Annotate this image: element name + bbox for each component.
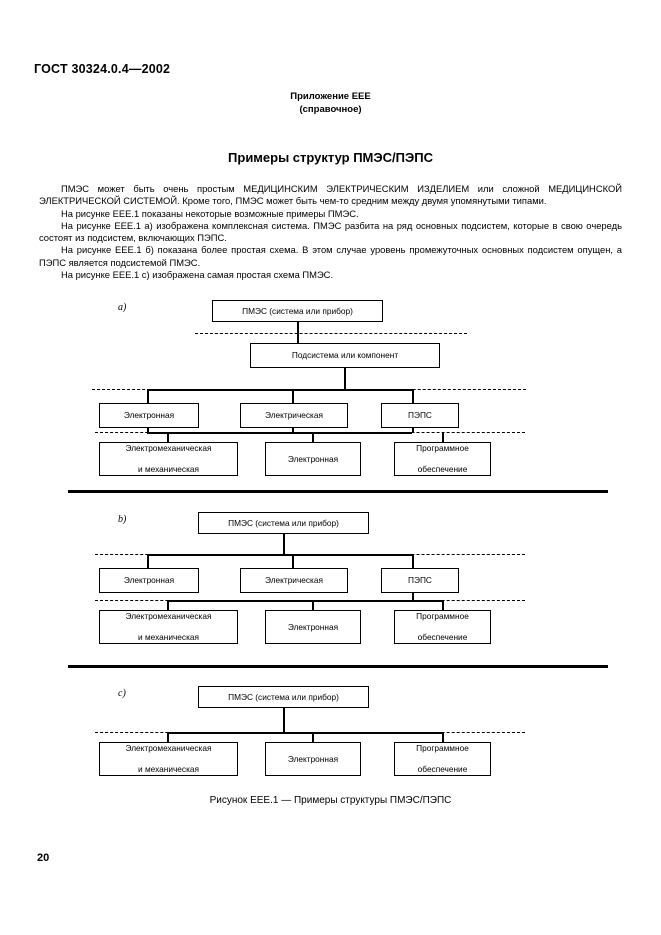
panel-b-l4-1-line1: Электромеханическая xyxy=(125,611,212,622)
annex-subtitle: (справочное) xyxy=(299,104,362,115)
connector-b-root-stem xyxy=(283,534,285,555)
panel-b-level3-box-2: Электрическая xyxy=(240,568,348,593)
panel-a-l4-3-line2: обеспечение xyxy=(417,464,468,475)
dashed-boundary-a-2 xyxy=(92,389,526,390)
drop-b-level4-3 xyxy=(442,600,444,611)
dashed-boundary-b-2 xyxy=(95,600,525,601)
paragraph-5: На рисунке ЕЕЕ.1 с) изображена самая про… xyxy=(61,269,334,281)
figure-eee-1: a) ПМЭС (система или прибор) Подсистема … xyxy=(0,292,661,822)
connector-a-l3-stem-3 xyxy=(412,428,414,433)
drop-a-level4-1 xyxy=(167,432,169,443)
panel-b-root-box: ПМЭС (система или прибор) xyxy=(198,512,369,534)
drop-a-level3-3 xyxy=(412,389,414,404)
drop-a-level4-2 xyxy=(312,432,314,443)
dashed-boundary-c-1 xyxy=(95,732,525,733)
panel-a-subsystem-box: Подсистема или компонент xyxy=(250,343,440,368)
paragraph-4: На рисунке ЕЕЕ.1 б) показана более прост… xyxy=(39,244,622,268)
figure-caption: Рисунок ЕЕЕ.1 — Примеры структуры ПМЭС/П… xyxy=(209,795,452,806)
paragraph-3: На рисунке ЕЕЕ.1 а) изображена комплексн… xyxy=(39,219,622,244)
panel-b-level3-box-3: ПЭПС xyxy=(381,568,459,593)
drop-c-level4-3 xyxy=(442,732,444,743)
body-text: ПМЭС может быть очень простым МЕДИЦИНСКИ… xyxy=(39,183,622,281)
annex-title: Приложение ЕЕЕ xyxy=(290,91,371,102)
annex-heading: Приложение ЕЕЕ (справочное) xyxy=(0,90,661,116)
connector-b-l3-stem-3 xyxy=(412,593,414,601)
dashed-boundary-b-1 xyxy=(95,554,525,555)
panel-c-root-box: ПМЭС (система или прибор) xyxy=(198,686,369,708)
panel-a-root-box: ПМЭС (система или прибор) xyxy=(212,300,383,322)
dashed-boundary-a-1 xyxy=(195,333,467,334)
panel-b-l4-3-line2: обеспечение xyxy=(417,632,468,643)
connector-a-root-stem xyxy=(297,322,299,333)
drop-b-level3-3 xyxy=(412,554,414,569)
panel-c-label: c) xyxy=(118,688,126,699)
drop-b-level4-1 xyxy=(167,600,169,611)
panel-a-l4-1-line2: и механическая xyxy=(138,464,199,475)
panel-c-level4-box-2: Электронная xyxy=(265,742,361,776)
paragraph-1: ПМЭС может быть очень простым МЕДИЦИНСКИ… xyxy=(39,183,622,207)
connector-a-root-stem-lower xyxy=(297,333,299,350)
drop-c-level4-2 xyxy=(312,732,314,743)
drop-a-level3-2 xyxy=(292,389,294,404)
standard-number-header: ГОСТ 30324.0.4—2002 xyxy=(34,62,171,76)
section-divider-2 xyxy=(68,665,608,668)
drop-b-level3-2 xyxy=(292,554,294,569)
connector-a-l3-stem-1 xyxy=(147,428,149,433)
connector-a-subsystem-stem xyxy=(344,368,346,389)
page-number: 20 xyxy=(37,852,50,864)
connector-c-root-stem xyxy=(283,708,285,733)
panel-a-level4-box-2: Электронная xyxy=(265,442,361,476)
paragraph-2: На рисунке ЕЕЕ.1 показаны некоторые возм… xyxy=(61,207,359,219)
panel-b-level4-box-3: Программное обеспечение xyxy=(394,610,491,644)
panel-a-l4-3-line1: Программное xyxy=(416,443,469,454)
panel-a-label: a) xyxy=(118,302,127,313)
panel-a-level4-box-1: Электромеханическая и механическая xyxy=(99,442,238,476)
panel-a-l4-1-line1: Электромеханическая xyxy=(125,443,212,454)
panel-a-level3-box-2: Электрическая xyxy=(240,403,348,428)
panel-b-label: b) xyxy=(118,514,127,525)
panel-b-level3-box-1: Электронная xyxy=(99,568,199,593)
drop-a-level3-1 xyxy=(147,389,149,404)
panel-c-l4-3-line2: обеспечение xyxy=(417,764,468,775)
drop-a-level4-3 xyxy=(442,432,444,443)
panel-b-level4-box-2: Электронная xyxy=(265,610,361,644)
connector-a-l3-stem-2 xyxy=(292,428,294,433)
panel-a-level4-box-3: Программное обеспечение xyxy=(394,442,491,476)
panel-b-l4-3-line1: Программное xyxy=(416,611,469,622)
panel-b-l4-1-line2: и механическая xyxy=(138,632,199,643)
panel-c-level4-box-1: Электромеханическая и механическая xyxy=(99,742,238,776)
panel-a-level3-box-3: ПЭПС xyxy=(381,403,459,428)
dashed-boundary-a-3 xyxy=(95,432,525,433)
panel-c-l4-3-line1: Программное xyxy=(416,743,469,754)
drop-c-level4-1 xyxy=(167,732,169,743)
panel-a-level3-box-1: Электронная xyxy=(99,403,199,428)
panel-c-l4-1-line2: и механическая xyxy=(138,764,199,775)
panel-b-level4-box-1: Электромеханическая и механическая xyxy=(99,610,238,644)
page-title: Примеры структур ПМЭС/ПЭПС xyxy=(228,150,433,165)
panel-c-level4-box-3: Программное обеспечение xyxy=(394,742,491,776)
panel-c-l4-1-line1: Электромеханическая xyxy=(125,743,212,754)
drop-b-level4-2 xyxy=(312,600,314,611)
section-divider-1 xyxy=(68,490,608,493)
drop-b-level3-1 xyxy=(147,554,149,569)
